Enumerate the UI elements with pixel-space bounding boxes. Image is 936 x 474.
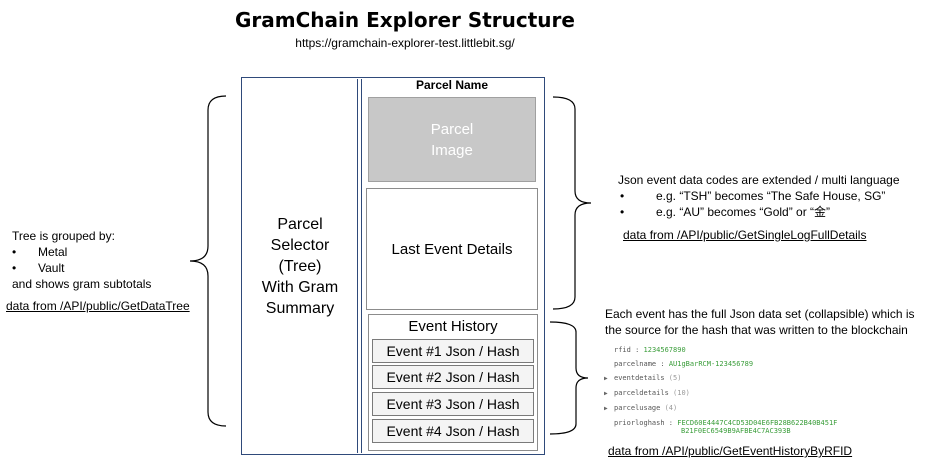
bullet-vault: • Vault — [12, 260, 212, 276]
json-key: parcelusage — [614, 404, 661, 412]
json-row-rfid: rfid : 1234567890 — [614, 346, 686, 354]
parcel-detail-panel — [361, 79, 543, 453]
parcel-selector-panel: Parcel Selector (Tree) With Gram Summary — [243, 79, 358, 453]
last-event-details-box: Last Event Details — [366, 188, 538, 310]
event-json-note: Each event has the full Json data set (c… — [605, 306, 933, 338]
tree-grouping-heading: Tree is grouped by: — [12, 229, 115, 243]
tree-grouping-tail: and shows gram subtotals — [12, 277, 152, 291]
bullet-icon: • — [12, 245, 17, 259]
parcel-image-placeholder: Parcel Image — [368, 97, 536, 182]
json-key: rfid — [614, 346, 631, 354]
last-event-details-label: Last Event Details — [391, 240, 513, 258]
bullet-vault-text: Vault — [38, 261, 65, 275]
left-brace — [189, 95, 227, 427]
bullet-au-example: • e.g. “AU” becomes “Gold” or “金” — [618, 204, 928, 220]
json-value: 1234567890 — [643, 346, 686, 354]
bullet-icon: • — [620, 189, 625, 203]
single-log-api-link[interactable]: data from /API/public/GetSingleLogFullDe… — [623, 228, 867, 242]
event-4-box: Event #4 Json / Hash — [372, 419, 534, 443]
event-json-note-line-1: Each event has the full Json data set (c… — [605, 307, 915, 321]
bullet-metal: • Metal — [12, 244, 212, 260]
parcel-selector-label: Parcel Selector (Tree) With Gram Summary — [261, 215, 339, 317]
event-history-label: Event History — [408, 318, 498, 335]
datatree-api-link[interactable]: data from /API/public/GetDataTree — [6, 299, 190, 313]
json-count: (4) — [664, 404, 678, 412]
right-brace-top — [552, 96, 592, 310]
json-count: (5) — [668, 374, 682, 382]
json-count: (10) — [673, 389, 690, 397]
tree-grouping-note: Tree is grouped by: • Metal • Vault and … — [12, 228, 212, 292]
json-value: AU1gBarRCM-123456789 — [668, 360, 754, 368]
event-3-box: Event #3 Json / Hash — [372, 392, 534, 416]
json-hash-continuation: B21F0EC6549B9AFBE4C7AC393B — [681, 427, 791, 435]
event-history-box — [368, 314, 538, 451]
event-1-box: Event #1 Json / Hash — [372, 339, 534, 363]
expand-arrow-icon[interactable]: ▶ — [604, 405, 608, 412]
parcel-image-label: Parcel Image — [430, 120, 474, 159]
json-key: eventdetails — [614, 374, 665, 382]
json-key: parceldetails — [614, 389, 669, 397]
json-codes-heading: Json event data codes are extended / mul… — [618, 173, 900, 187]
bullet-tsh-example: • e.g. “TSH” becomes “The Safe House, SG… — [618, 188, 928, 204]
event-history-api-link[interactable]: data from /API/public/GetEventHistoryByR… — [608, 444, 853, 458]
event-2-box: Event #2 Json / Hash — [372, 365, 534, 389]
parcel-name-label: Parcel Name — [415, 78, 489, 92]
json-key: priorloghash — [614, 419, 665, 427]
bullet-icon: • — [620, 205, 625, 219]
json-row-eventdetails[interactable]: ▶ eventdetails (5) — [604, 371, 904, 386]
right-brace-bottom — [549, 321, 589, 435]
json-value: FECD60E4447C4CD53D04E6FB28B622B40B451F — [677, 419, 838, 427]
expand-arrow-icon[interactable]: ▶ — [604, 375, 608, 382]
event-json-note-line-2: the source for the hash that was written… — [605, 323, 908, 337]
diagram-subtitle-url: https://gramchain-explorer-test.littlebi… — [295, 36, 515, 50]
json-row-parcelname: parcelname : AU1gBarRCM-123456789 — [614, 360, 754, 368]
expand-arrow-icon[interactable]: ▶ — [604, 390, 608, 397]
json-preview: rfid : 1234567890 parcelname : AU1gBarRC… — [604, 343, 904, 436]
json-row-parceldetails[interactable]: ▶ parceldetails (10) — [604, 386, 904, 401]
json-row-parcelusage[interactable]: ▶ parcelusage (4) — [604, 401, 904, 416]
bullet-au-text: e.g. “AU” becomes “Gold” or “金” — [656, 205, 831, 219]
json-key: parcelname — [614, 360, 657, 368]
json-row-priorloghash: priorloghash : FECD60E4447C4CD53D04E6FB2… — [614, 419, 838, 427]
diagram-title: GramChain Explorer Structure — [235, 8, 575, 32]
bullet-metal-text: Metal — [38, 245, 68, 259]
explorer-frame — [241, 77, 545, 455]
json-codes-note: Json event data codes are extended / mul… — [618, 172, 928, 220]
bullet-tsh-text: e.g. “TSH” becomes “The Safe House, SG” — [656, 189, 886, 203]
bullet-icon: • — [12, 261, 17, 275]
